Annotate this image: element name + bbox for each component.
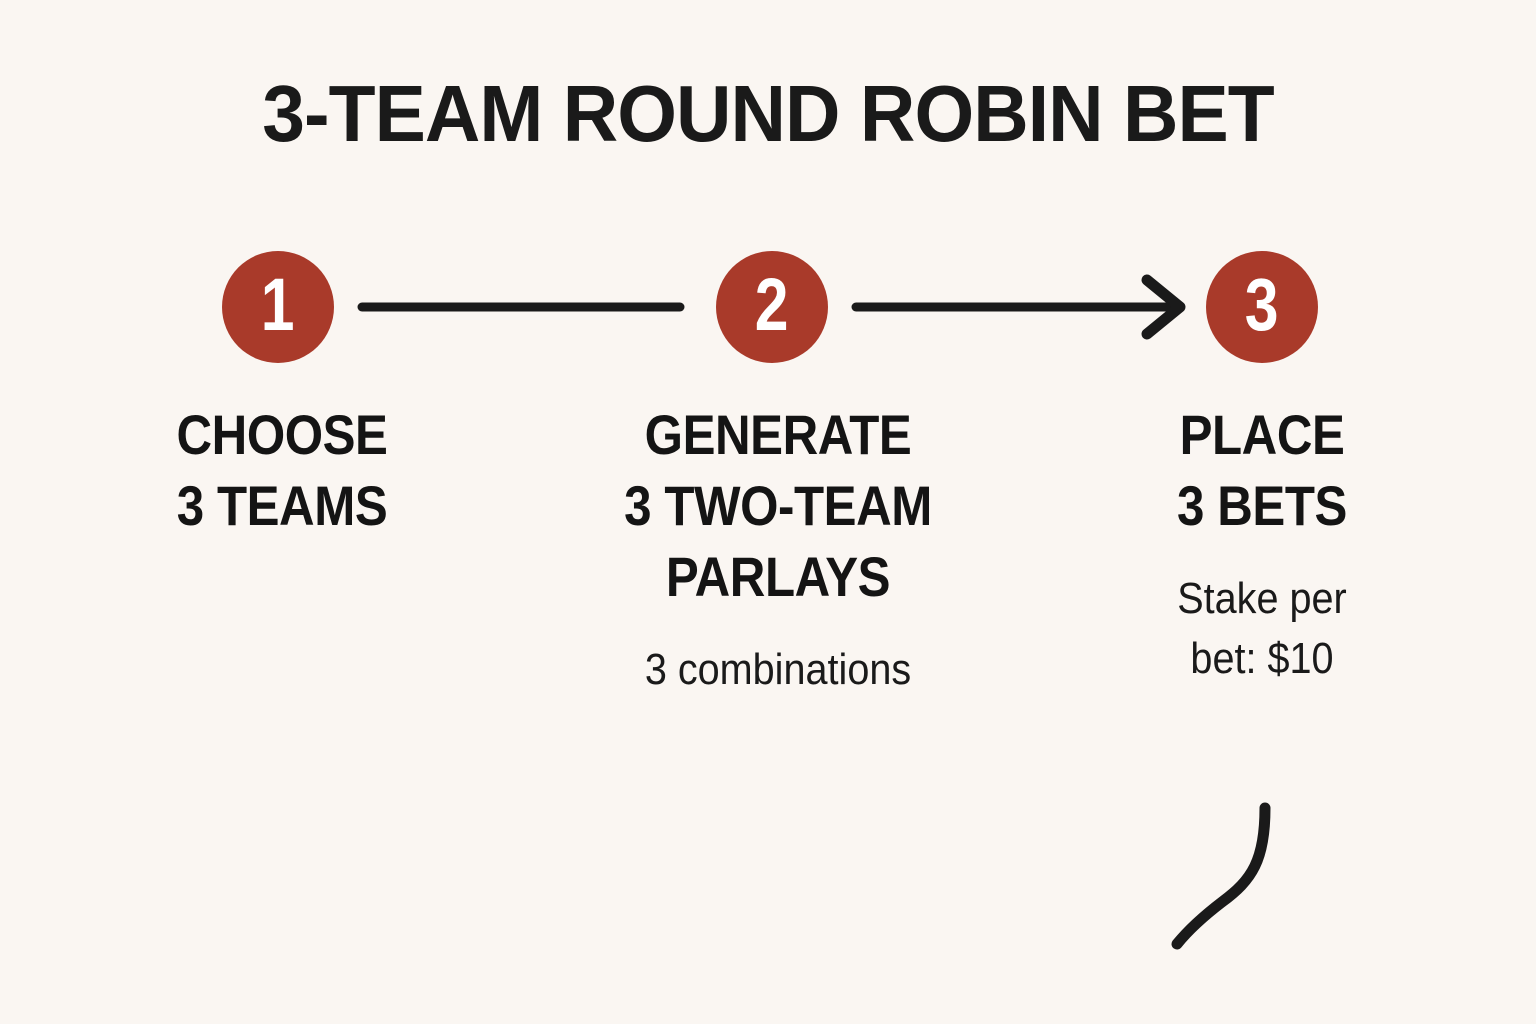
step-1-label: CHOOSE 3 TEAMS [176, 403, 388, 538]
step-2-badge: 2 [716, 251, 828, 363]
step-3-caption: Stake per bet: $10 [1177, 574, 1347, 683]
step-3: 3 PLACE 3 BETS Stake per bet: $10 [1102, 251, 1422, 688]
step-1-badge: 1 [222, 251, 334, 363]
step-3-number: 3 [1245, 263, 1279, 346]
step-1-number: 1 [261, 263, 295, 346]
step-3-badge: 3 [1206, 251, 1318, 363]
step-2-number: 2 [755, 263, 789, 346]
step-2: 2 GENERATE 3 TWO-TEAM PARLAYS 3 combinat… [578, 251, 978, 700]
curved-leader-line-step3 [1171, 802, 1271, 950]
step-2-label: GENERATE 3 TWO-TEAM PARLAYS [624, 403, 932, 609]
step-2-caption: 3 combinations [644, 645, 912, 695]
step-1: 1 CHOOSE 3 TEAMS [102, 251, 462, 541]
step-3-label: PLACE 3 BETS [1177, 403, 1347, 538]
page-title: 3-TEAM ROUND ROBIN BET [262, 69, 1274, 158]
